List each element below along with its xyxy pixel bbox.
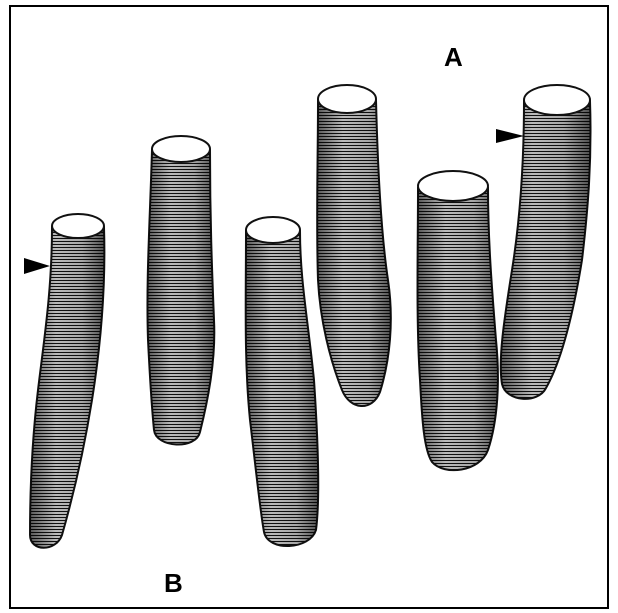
cylinder-2 [147, 136, 214, 445]
cylinder-1-cap [52, 214, 104, 238]
panel-label-b: B [164, 570, 183, 596]
cylinder-4-cap [318, 85, 376, 113]
cylinder-4 [317, 85, 391, 406]
cylinder-1 [24, 214, 104, 548]
panel-label-a: A [444, 44, 463, 70]
cylinder-2-cap [152, 136, 210, 162]
cylinder-3 [246, 217, 319, 546]
cylinder-5-cap [418, 171, 488, 201]
cylinder-3-cap [246, 217, 300, 243]
arrowhead-icon [24, 258, 50, 274]
cylinder-6 [496, 85, 591, 399]
cylinder-5 [418, 171, 498, 470]
cylinder-6-cap [524, 85, 590, 115]
arrowhead-icon [496, 129, 524, 143]
